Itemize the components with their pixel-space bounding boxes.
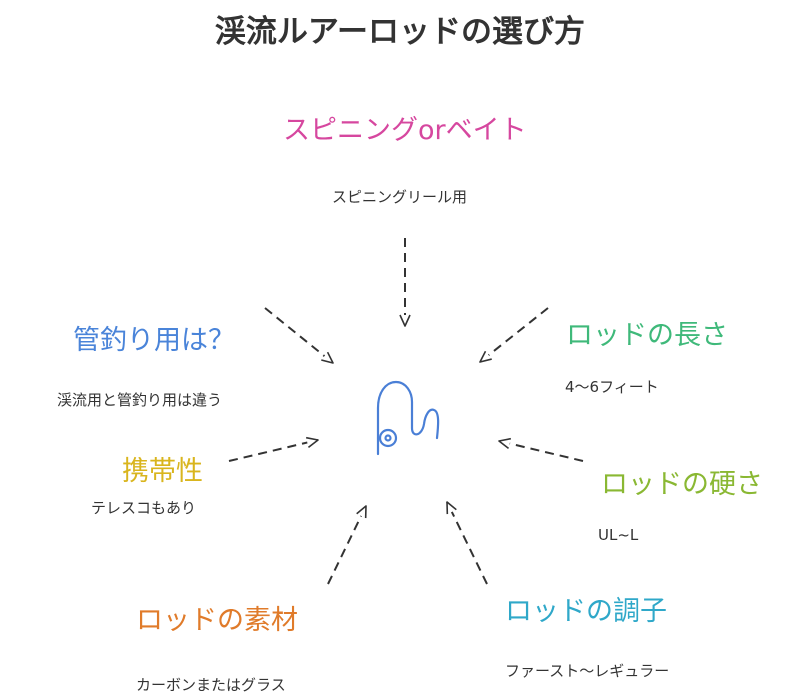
node-kanzuri-desc: 渓流用と管釣り用は違う <box>57 391 223 409</box>
node-spinning-desc: スピニングリール用 <box>332 188 468 206</box>
node-length-title: ロッドの長さ <box>566 320 728 351</box>
node-kanzuri-title: 管釣り用は？ <box>73 325 235 356</box>
node-portability-title: 携帯性 <box>122 456 203 487</box>
node-action-desc: ファースト〜レギュラー <box>505 662 670 680</box>
arrow-action <box>446 501 488 585</box>
node-material-title: ロッドの素材 <box>136 605 298 636</box>
node-hardness-desc: UL~L <box>598 526 639 544</box>
arrow-portability <box>228 436 319 462</box>
page-title: 渓流ルアーロッドの選び方 <box>214 14 586 50</box>
arrow-hardness <box>498 437 584 462</box>
fishing-rod-icon <box>376 380 440 456</box>
node-action-title: ロッドの調子 <box>505 596 667 627</box>
node-portability-desc: テレスコもあり <box>91 499 197 517</box>
node-length-desc: 4〜6フィート <box>565 378 659 396</box>
arrow-length <box>479 307 549 363</box>
arrow-kanzuri <box>264 307 334 364</box>
node-spinning-title: スピニングorベイト <box>283 115 527 146</box>
node-hardness-title: ロッドの硬さ <box>601 469 763 500</box>
arrow-material <box>327 505 367 585</box>
node-material-desc: カーボンまたはグラス <box>136 676 286 694</box>
